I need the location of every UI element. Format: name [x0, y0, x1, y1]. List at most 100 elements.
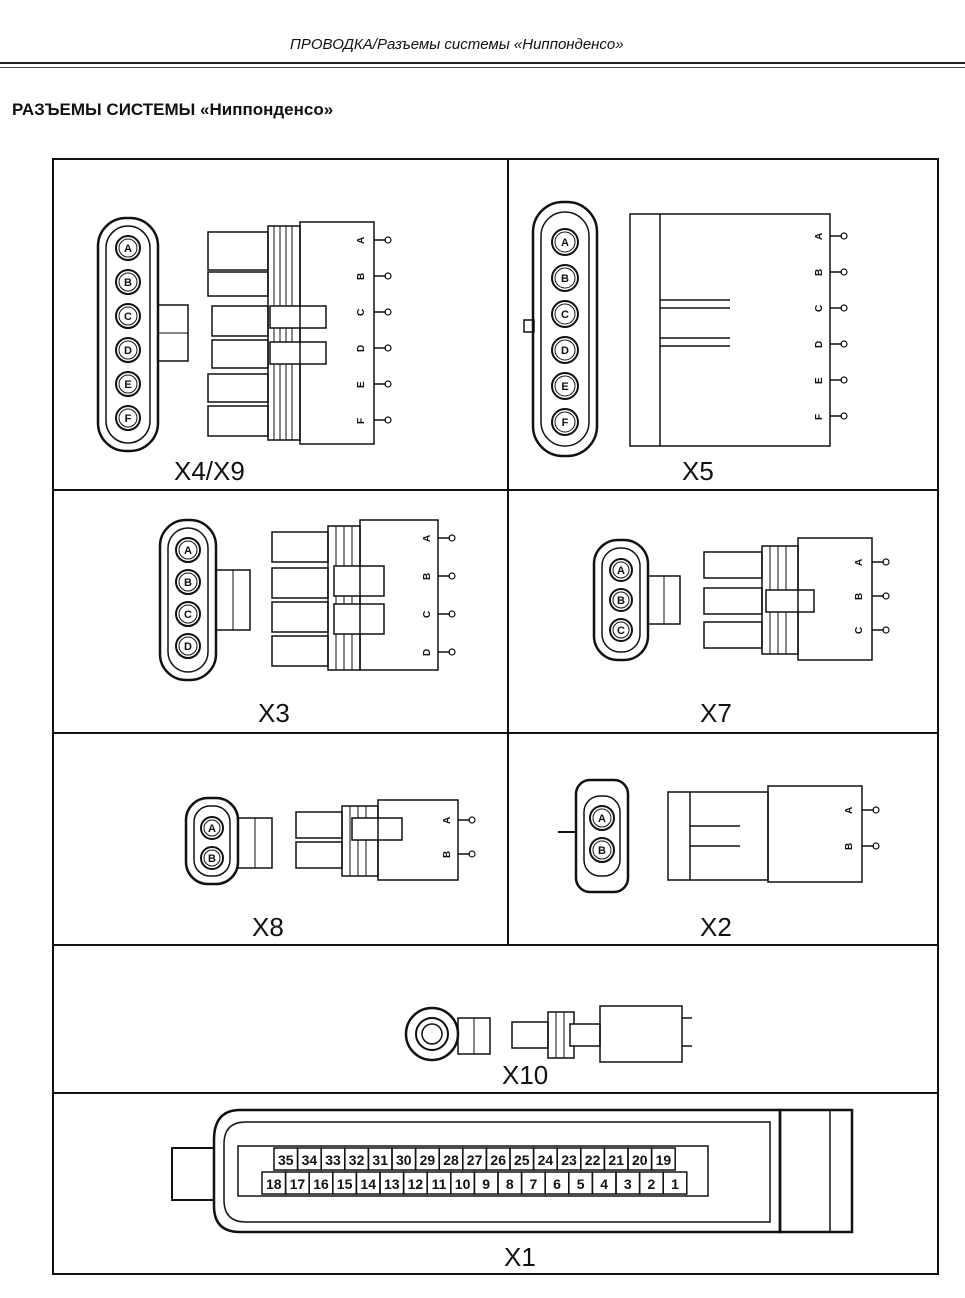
pin-x3-d [175, 633, 201, 659]
connector-x8-side-pins: AB [442, 816, 476, 858]
pin-x4x9-f [115, 405, 141, 431]
pin-x8-a [200, 816, 224, 840]
connector-x10-label: X10 [502, 1060, 548, 1090]
pin-label-x4x9-c: C [124, 311, 132, 323]
pin-label-x7-c: C [617, 625, 625, 637]
connector-x5-face [523, 200, 599, 458]
pin-x5-c [551, 300, 579, 328]
pin-x5-f [551, 408, 579, 436]
pin-label-x3-d: D [184, 641, 192, 653]
pin-label-x5-a: A [561, 237, 569, 249]
pin-label-x8-b: B [208, 853, 216, 865]
diagram-frame [52, 158, 939, 1275]
pin-label-x4x9-a: A [124, 243, 132, 255]
side-label-x4x9-a: A [356, 237, 367, 244]
pin-label-x5-d: D [561, 345, 569, 357]
pin-label-x5-b: B [561, 273, 569, 285]
connector-x2-label: X2 [700, 912, 732, 942]
pin-x5-a [551, 228, 579, 256]
side-label-x3-d: D [422, 649, 433, 656]
connector-x2-side-pins: AB [844, 806, 880, 850]
side-label-x7-a: A [854, 559, 865, 566]
x1-pin-label-16: 16 [313, 1176, 329, 1192]
side-label-x2-b: B [844, 843, 855, 850]
connector-x1-body [171, 1108, 854, 1234]
pin-label-x3-b: B [184, 577, 192, 589]
page-header: ПРОВОДКА/Разъемы системы «Ниппонденсо» [0, 30, 965, 70]
pin-x4x9-b [115, 269, 141, 295]
x1-pin-label-15: 15 [337, 1176, 353, 1192]
x1-pin-label-11: 11 [432, 1176, 447, 1192]
side-label-x4x9-b: B [356, 273, 367, 280]
side-label-x5-f: F [814, 414, 825, 420]
pin-x7-a [609, 558, 633, 582]
pin-x4x9-c [115, 303, 141, 329]
connector-x4x9-face [96, 216, 189, 453]
x1-pin-label-24: 24 [538, 1152, 554, 1168]
connector-x4x9-side [207, 221, 375, 445]
connector-x3-label: X3 [258, 698, 290, 728]
pin-x2-a [589, 805, 615, 831]
pin-label-x5-e: E [561, 381, 568, 393]
pin-x7-b [609, 588, 633, 612]
connector-x2-side [667, 785, 863, 883]
pin-label-x8-a: A [208, 823, 216, 835]
pin-label-x5-f: F [562, 417, 569, 429]
pin-label-x7-b: B [617, 595, 625, 607]
x1-pin-1 [662, 1171, 688, 1195]
x1-pin-label-8: 8 [506, 1176, 514, 1192]
connector-x8-side [295, 799, 459, 881]
x1-pin-label-28: 28 [443, 1152, 459, 1168]
x1-pin-label-21: 21 [608, 1152, 624, 1168]
pin-label-x3-c: C [184, 609, 192, 621]
pin-x4x9-d [115, 337, 141, 363]
connector-x4x9-label: X4/X9 [174, 456, 245, 486]
side-label-x4x9-e: E [356, 381, 367, 388]
x1-pin-label-13: 13 [384, 1176, 400, 1192]
x1-pin-label-7: 7 [530, 1176, 538, 1192]
pin-label-x4x9-d: D [124, 345, 132, 357]
connector-x10 [404, 1005, 692, 1063]
x1-pin-label-34: 34 [302, 1152, 318, 1168]
connector-x3-face [158, 518, 251, 682]
x1-pin-label-5: 5 [577, 1176, 585, 1192]
x1-pin-label-14: 14 [360, 1176, 376, 1192]
pin-label-x4x9-f: F [125, 413, 132, 425]
x1-pin-label-27: 27 [467, 1152, 483, 1168]
section-title: РАЗЪЕМЫ СИСТЕМЫ «Ниппонденсо» [12, 100, 334, 119]
connector-x7-side [703, 537, 873, 661]
side-label-x8-a: A [442, 817, 453, 824]
connector-x7-pins: A B C [609, 558, 633, 642]
pin-label-x7-a: A [617, 565, 625, 577]
connector-x8-face [184, 796, 273, 886]
header-title: ПРОВОДКА/Разъемы системы «Ниппонденсо» [290, 36, 624, 53]
connector-x4x9-pins: A B C D E F [115, 235, 141, 431]
pin-x3-c [175, 601, 201, 627]
connector-x3-side [271, 519, 439, 671]
pin-x7-c [609, 618, 633, 642]
x1-pin-label-19: 19 [656, 1152, 672, 1168]
pin-x5-d [551, 336, 579, 364]
x1-pin-label-35: 35 [278, 1152, 294, 1168]
x1-pin-label-32: 32 [349, 1152, 365, 1168]
x1-pin-label-10: 10 [455, 1176, 471, 1192]
pin-x3-a [175, 537, 201, 563]
pin-label-x4x9-b: B [124, 277, 132, 289]
connector-x8-pins: AB [200, 816, 224, 870]
x1-pin-label-30: 30 [396, 1152, 412, 1168]
pin-label-x2-b: B [598, 845, 606, 857]
x1-pin-label-20: 20 [632, 1152, 648, 1168]
connector-x8-label: X8 [252, 912, 284, 942]
side-label-x5-e: E [814, 377, 825, 384]
connector-x2-face [558, 778, 630, 894]
pin-x5-e [551, 372, 579, 400]
pin-label-x4x9-e: E [124, 379, 131, 391]
side-label-x2-a: A [844, 807, 855, 814]
pin-x3-b [175, 569, 201, 595]
side-label-x7-b: B [854, 593, 865, 600]
